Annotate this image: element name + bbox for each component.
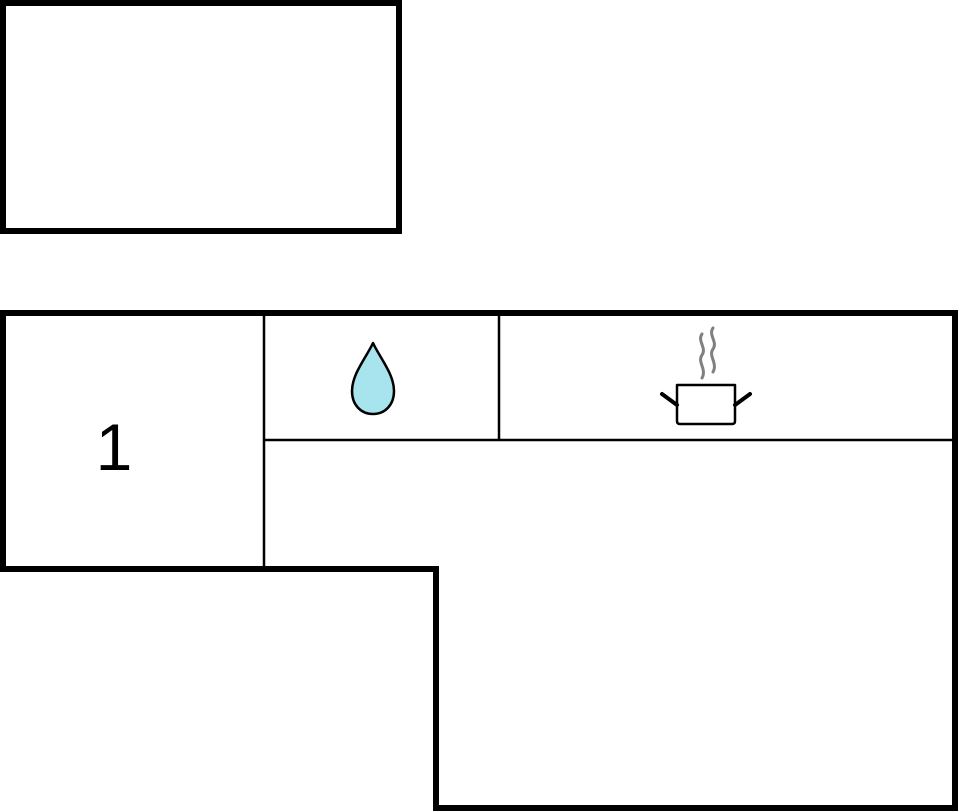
cooking-pot-icon [660, 326, 752, 426]
water-drop-icon [350, 341, 396, 416]
room-1-label: 1 [96, 410, 133, 484]
detached-room-outline [0, 0, 402, 234]
main-building-outline [0, 310, 958, 811]
